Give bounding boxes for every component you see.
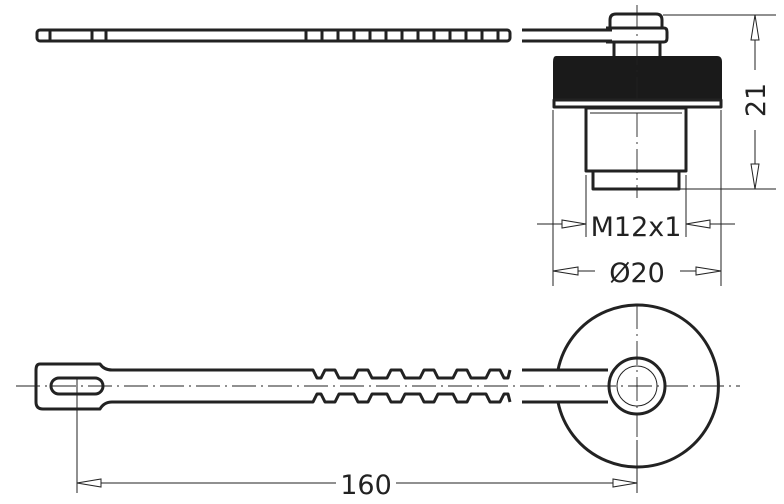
arrow-icon bbox=[552, 266, 579, 276]
arrow-icon bbox=[76, 478, 102, 488]
dimension-label-thread: M12x1 bbox=[591, 212, 682, 243]
cap-body-rim bbox=[552, 98, 723, 109]
dimension-label-diameter: Ø20 bbox=[609, 258, 665, 289]
strap-side-view bbox=[35, 28, 612, 43]
cap-side-view bbox=[552, 5, 723, 198]
dimension-length: 160 bbox=[76, 378, 638, 501]
dimension-label-length: 160 bbox=[340, 470, 392, 501]
thread-section bbox=[584, 106, 688, 173]
strap-side-outline bbox=[35, 28, 512, 43]
strap-outline bbox=[34, 362, 512, 411]
arrow-icon bbox=[685, 219, 711, 229]
arrow-icon bbox=[750, 163, 760, 190]
arrow-icon bbox=[695, 266, 722, 276]
cap-knob bbox=[608, 12, 664, 28]
strap-ring-tab bbox=[606, 26, 669, 44]
strap-side-segments bbox=[48, 30, 500, 41]
arrow-icon bbox=[561, 219, 587, 229]
cap-knurled-body bbox=[553, 56, 722, 100]
cap-plan-view bbox=[556, 303, 720, 470]
dimension-thread: M12x1 bbox=[537, 175, 735, 243]
dimension-diameter: Ø20 bbox=[552, 110, 722, 289]
dimension-label-height: 21 bbox=[741, 83, 772, 117]
dimension-height: 21 bbox=[663, 14, 776, 190]
thread-end bbox=[591, 169, 681, 191]
arrow-icon bbox=[612, 478, 638, 488]
strap-plan-view bbox=[16, 362, 740, 411]
arrow-icon bbox=[750, 14, 760, 41]
cap-outer-circle bbox=[556, 303, 720, 469]
